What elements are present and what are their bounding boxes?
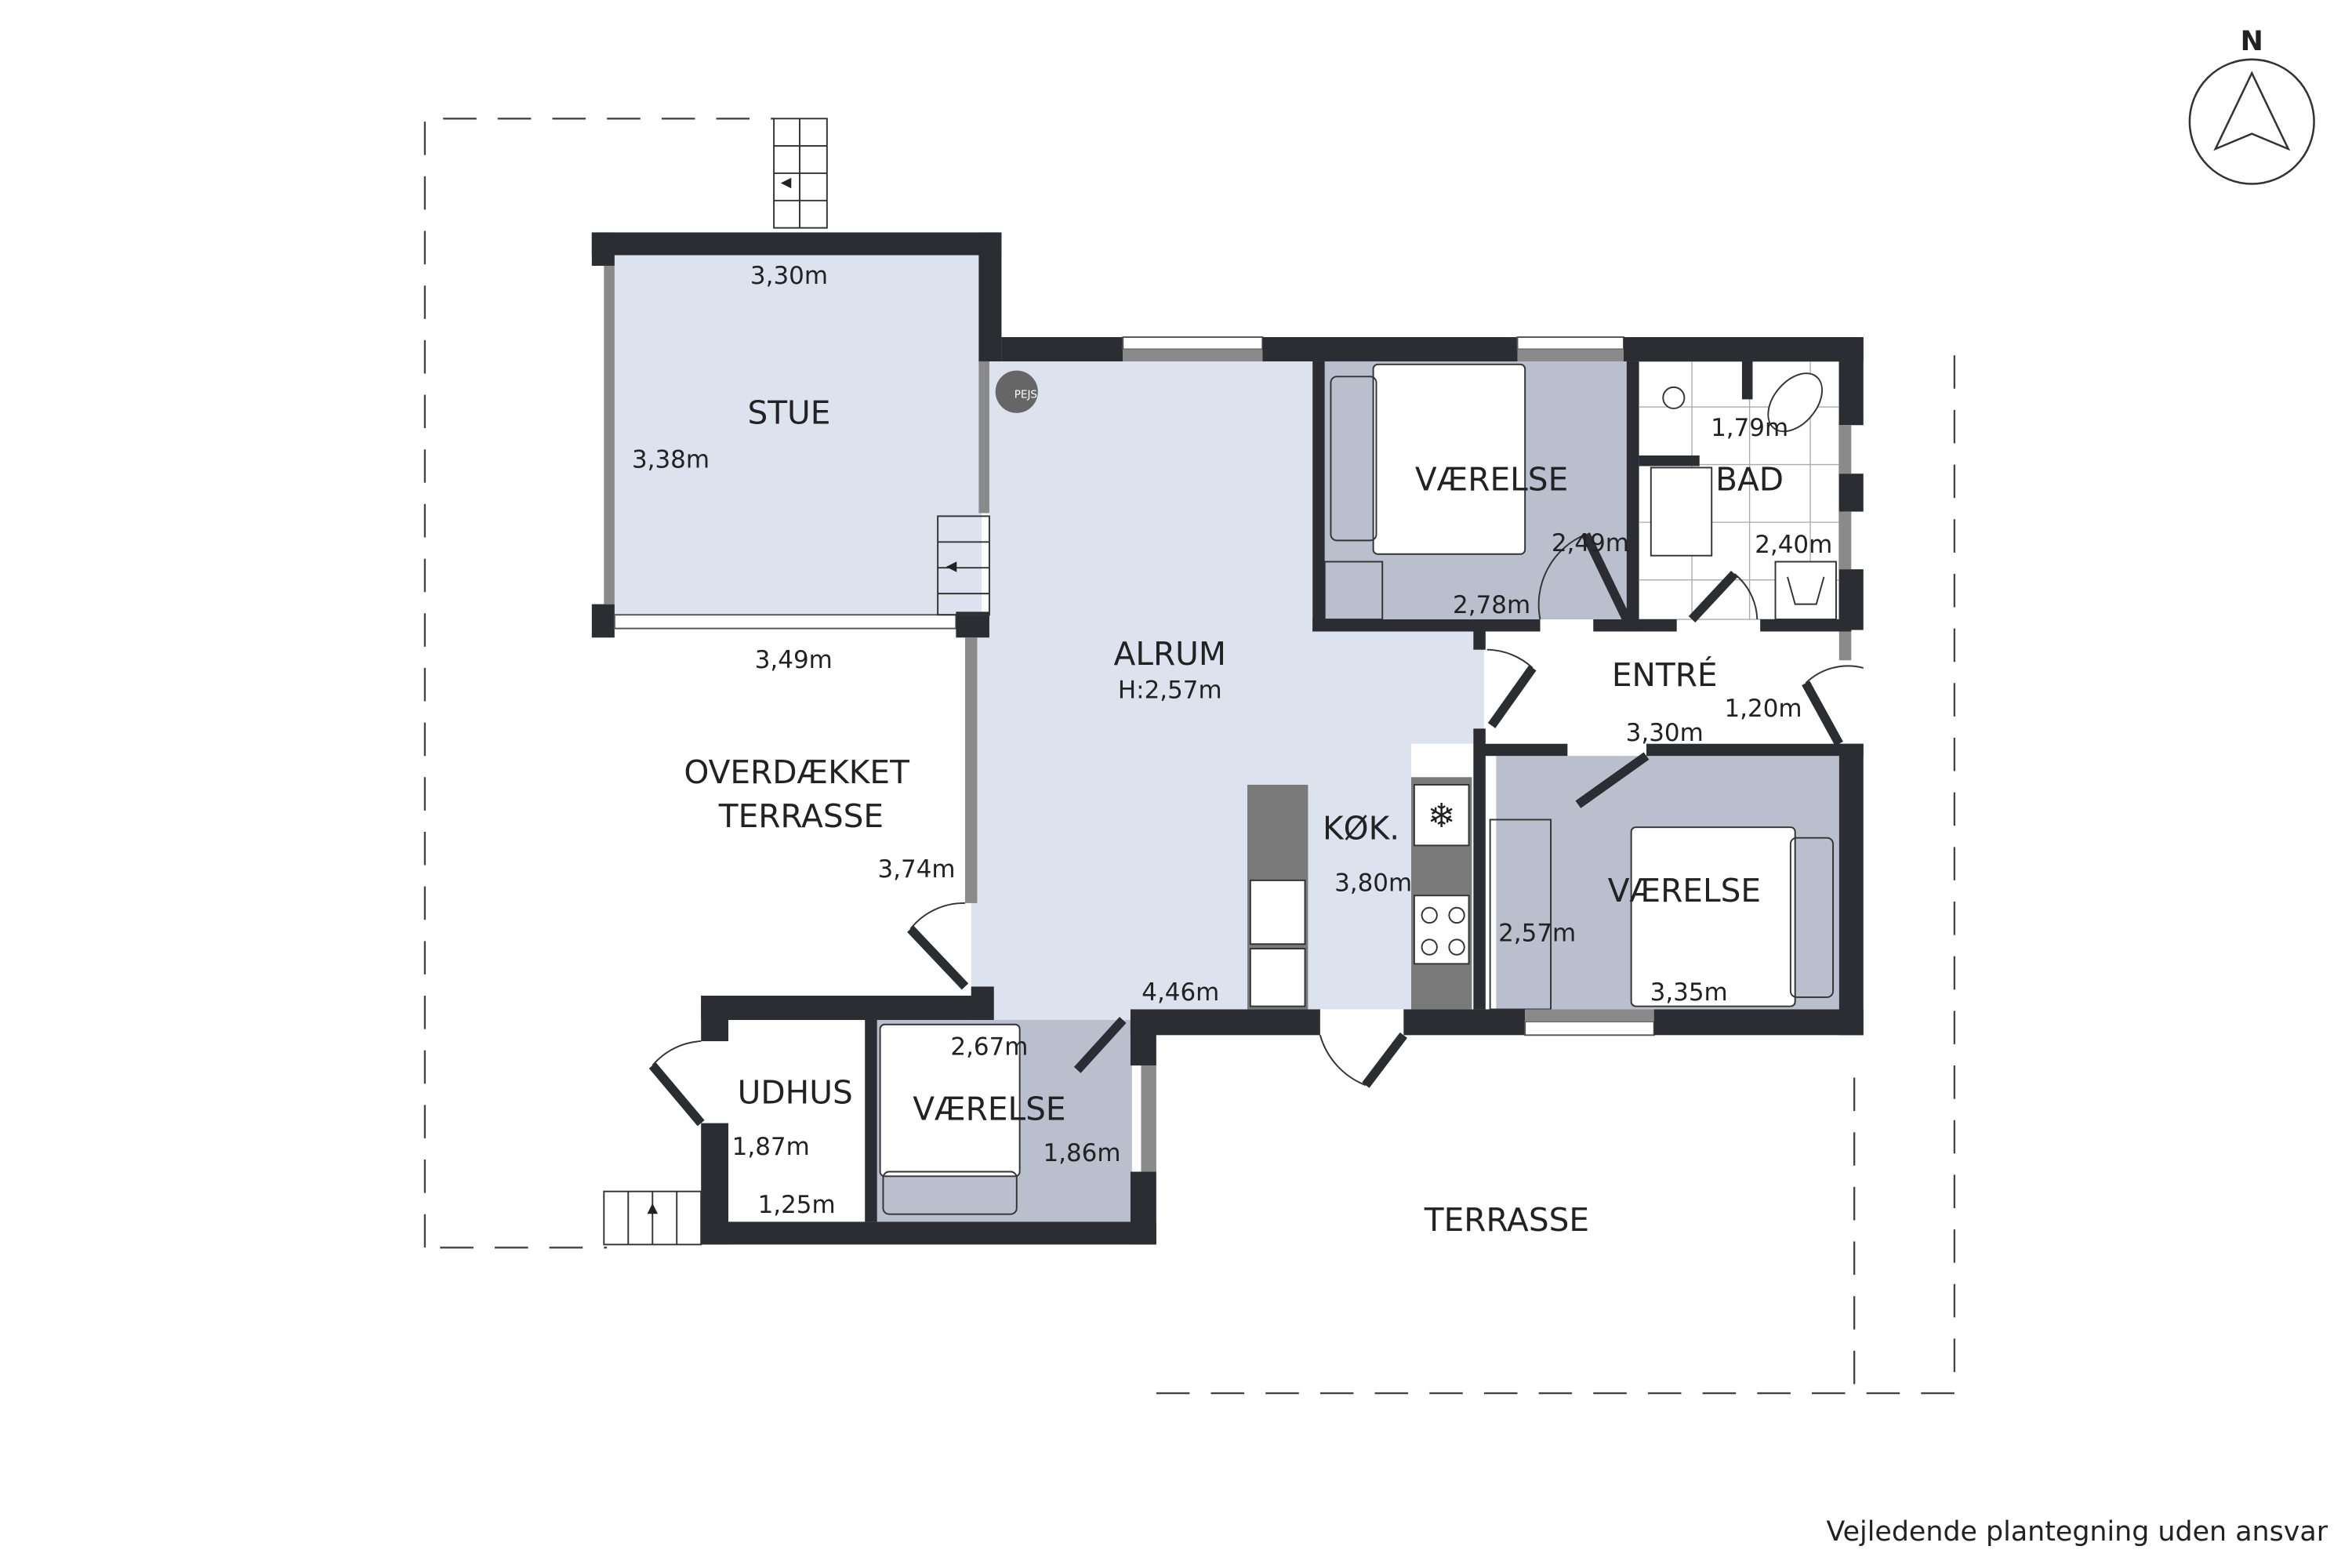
doors: [648, 532, 1864, 1127]
vaerelse1-dim: 2,78m: [1453, 591, 1530, 619]
furniture: ❄ PEJS: [879, 363, 1837, 1215]
alrum-dim: 4,46m: [1142, 978, 1219, 1007]
udhus-label: UDHUS: [738, 1073, 853, 1111]
svg-text:❄: ❄: [1428, 797, 1456, 836]
bad-label: BAD: [1715, 460, 1784, 498]
kok-dim: 3,80m: [1334, 869, 1412, 897]
vaerelse3-dim: 1,86m: [1043, 1139, 1120, 1167]
toilet-icon: [1767, 372, 1823, 433]
fireplace-label: PEJS: [1014, 388, 1037, 401]
sink-icon: [1249, 879, 1306, 946]
walls: [591, 232, 1864, 1245]
fireplace-icon: [995, 370, 1038, 413]
vaerelse1-dim: 2,49m: [1552, 529, 1629, 557]
terrasse-label: TERRASSE: [1424, 1201, 1589, 1239]
bad-dim: 1,79m: [1711, 414, 1788, 442]
entre-dim: 1,20m: [1724, 695, 1802, 723]
udhus-dim: 1,87m: [732, 1133, 810, 1161]
bad-dim: 2,40m: [1755, 531, 1832, 559]
vaerelse1-label: VÆRELSE: [1415, 460, 1568, 498]
stue-dim: 3,38m: [632, 445, 710, 474]
stue-dim: 3,30m: [750, 262, 828, 290]
stue-label: STUE: [747, 394, 830, 431]
arrow-left-icon: ◂: [781, 169, 792, 194]
entre-label: ENTRÉ: [1612, 656, 1718, 694]
room-labels: STUE 3,30m 3,38m 3,49m ALRUM H:2,57m 4,4…: [632, 262, 1832, 1239]
bed-icon: [1630, 826, 1796, 1007]
vaerelse3-dim: 2,67m: [950, 1033, 1028, 1061]
alrum-height: H:2,57m: [1118, 677, 1222, 705]
overdaekket-label: OVERDÆKKET: [684, 753, 909, 791]
udhus-dim: 1,25m: [758, 1191, 836, 1219]
bathtub-icon: [1650, 466, 1713, 557]
arrow-left-icon: ◂: [946, 554, 957, 578]
overdaekket-dim: 3,74m: [877, 855, 955, 884]
terrace-outlines: [423, 118, 1956, 1395]
bed-icon: [1372, 363, 1526, 555]
north-arrow-icon: [2213, 71, 2291, 151]
stue-dim: 3,49m: [755, 646, 833, 674]
bed-icon: [879, 1023, 1021, 1178]
alrum-label: ALRUM: [1114, 635, 1226, 673]
washer-icon: [1774, 561, 1837, 620]
disclaimer: Vejledende plantegning uden ansvar: [1827, 1516, 2328, 1548]
kok-label: KØK.: [1323, 810, 1399, 848]
fridge-icon: [1413, 784, 1470, 847]
steps: ◂ ◂ ▴: [603, 118, 990, 1246]
alrum-floor: [971, 361, 1484, 1020]
arrow-up-icon: ▴: [647, 1196, 658, 1220]
vaerelse3-label: VÆRELSE: [913, 1091, 1065, 1128]
entre-dim: 3,30m: [1626, 719, 1704, 747]
shower-icon: [1662, 386, 1686, 409]
vaerelse2-label: VÆRELSE: [1608, 872, 1761, 909]
vaerelse2-dim: 3,35m: [1650, 978, 1728, 1007]
stue-floor: [614, 255, 982, 619]
compass-north-label: N: [2241, 26, 2263, 57]
overdaekket-label: TERRASSE: [718, 797, 884, 835]
compass: N: [2188, 26, 2315, 185]
vaerelse2-dim: 2,57m: [1498, 919, 1576, 947]
dishwasher-icon: [1249, 948, 1306, 1007]
